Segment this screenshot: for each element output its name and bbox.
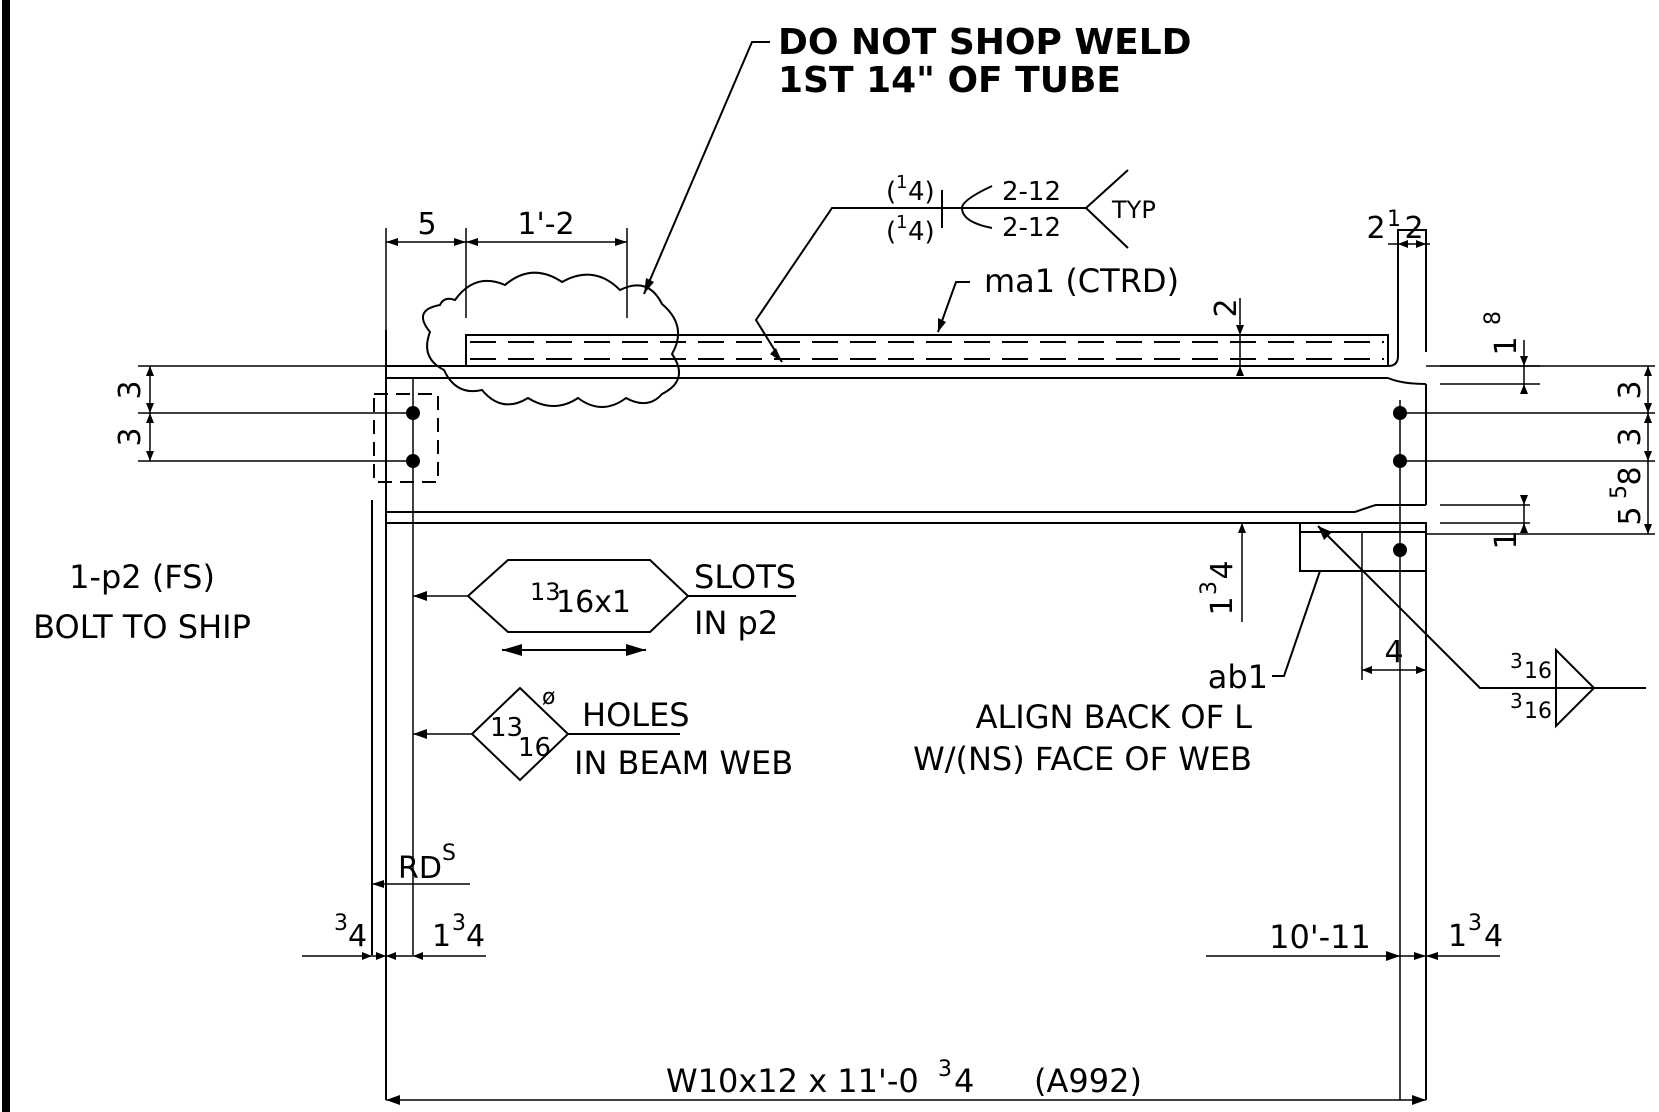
note-member-mark: ma1 (CTRD) — [937, 262, 1179, 333]
member-grade: (A992) — [1034, 1062, 1142, 1100]
svg-text:W/(NS) FACE OF WEB: W/(NS) FACE OF WEB — [913, 740, 1252, 778]
dim-overall: W10x12 x 11'-0 3 4 (A992) — [386, 1057, 1426, 1105]
tube-ma1 — [465, 334, 1389, 367]
svg-text:ø: ø — [542, 685, 555, 710]
svg-text:1ST 14" OF TUBE: 1ST 14" OF TUBE — [778, 60, 1121, 101]
dim-5: 5 — [417, 207, 436, 242]
dim-bottom-left: 3 4 1 3 4 — [302, 911, 486, 960]
svg-text:2-12: 2-12 — [1002, 177, 1061, 207]
svg-text:4: 4 — [1205, 560, 1240, 579]
svg-text:2-12: 2-12 — [1002, 213, 1061, 243]
svg-text:BOLT TO SHIP: BOLT TO SHIP — [33, 608, 251, 646]
svg-text:4: 4 — [954, 1062, 974, 1100]
svg-text:SLOTS: SLOTS — [694, 558, 796, 596]
svg-text:16x1: 16x1 — [556, 585, 631, 620]
svg-text:4: 4 — [1384, 635, 1403, 670]
dim-tube-2: 2 — [1209, 298, 1244, 376]
svg-text:3: 3 — [1468, 911, 1482, 936]
svg-text:4: 4 — [348, 919, 367, 954]
weld-symbol-fillet: 3 16 3 16 — [1317, 525, 1646, 729]
svg-text:1-p2 (FS): 1-p2 (FS) — [69, 558, 215, 596]
svg-text:1: 1 — [896, 212, 907, 233]
note-plate: 1-p2 (FS) BOLT TO SHIP — [33, 558, 251, 646]
svg-text:TYP: TYP — [1111, 196, 1156, 224]
note-shop-weld: DO NOT SHOP WELD 1ST 14" OF TUBE — [643, 22, 1192, 295]
dim-right-1-8: 1 8 — [1440, 311, 1540, 394]
svg-text:3: 3 — [113, 427, 148, 446]
svg-text:ma1 (CTRD): ma1 (CTRD) — [984, 262, 1179, 300]
svg-text:4): 4) — [908, 217, 935, 247]
dim-left-3-3: 3 3 — [113, 365, 413, 462]
svg-text:RD: RD — [398, 851, 442, 886]
svg-text:4: 4 — [466, 919, 485, 954]
note-angle: ab1 ALIGN BACK OF L W/(NS) FACE OF WEB — [913, 570, 1321, 778]
svg-text:DO NOT SHOP WELD: DO NOT SHOP WELD — [778, 22, 1192, 63]
svg-text:(: ( — [886, 177, 896, 207]
svg-text:13: 13 — [490, 713, 523, 743]
svg-text:1: 1 — [896, 172, 907, 193]
slot-symbol: 13 16x1 SLOTS IN p2 — [413, 558, 796, 656]
svg-text:1: 1 — [1489, 336, 1524, 355]
angle-ab1 — [1299, 522, 1427, 572]
beam-body — [371, 229, 1427, 1100]
dim-1-2: 1'-2 — [517, 207, 574, 242]
svg-text:3: 3 — [1613, 380, 1648, 399]
svg-text:2: 2 — [1209, 298, 1244, 317]
dim-top-right: 2 1 2 — [1366, 207, 1430, 248]
svg-text:3: 3 — [1613, 427, 1648, 446]
svg-text:3: 3 — [1510, 689, 1523, 713]
svg-text:8: 8 — [1613, 466, 1648, 485]
svg-text:2: 2 — [1366, 211, 1385, 246]
svg-text:4: 4 — [1484, 919, 1503, 954]
svg-text:3: 3 — [113, 380, 148, 399]
dim-right-1: 1 — [1440, 495, 1530, 550]
svg-text:5: 5 — [1613, 506, 1648, 525]
svg-text:16: 16 — [1524, 659, 1552, 684]
weld-symbol-stitch: ( 1 4) ( 1 4) 2-12 2-12 TYP — [754, 169, 1156, 363]
svg-text:IN p2: IN p2 — [694, 604, 778, 642]
svg-text:ALIGN BACK OF L: ALIGN BACK OF L — [976, 698, 1253, 736]
svg-text:5: 5 — [1607, 485, 1632, 499]
svg-text:3: 3 — [1197, 581, 1222, 595]
svg-text:3: 3 — [938, 1057, 952, 1082]
svg-text:10'-11: 10'-11 — [1269, 918, 1371, 956]
svg-text:(: ( — [886, 217, 896, 247]
dim-top-left: 5 1'-2 — [385, 207, 628, 350]
svg-text:1: 1 — [1387, 207, 1401, 232]
hole-symbol: 13 16 ø HOLES IN BEAM WEB — [413, 685, 793, 782]
svg-text:2: 2 — [1404, 211, 1423, 246]
svg-text:HOLES: HOLES — [582, 696, 690, 734]
svg-text:IN BEAM WEB: IN BEAM WEB — [574, 744, 793, 782]
svg-text:8: 8 — [1481, 311, 1506, 325]
dim-right-3-3: 3 3 5 5 8 — [1400, 365, 1655, 535]
note-rd: RD S — [372, 841, 470, 888]
svg-text:3: 3 — [334, 911, 348, 936]
dim-angle-4: 4 — [1361, 532, 1426, 680]
svg-text:S: S — [442, 841, 456, 866]
svg-text:3: 3 — [1510, 649, 1523, 673]
dim-angle-1-3-4: 1 3 4 — [1197, 522, 1300, 622]
svg-text:4): 4) — [908, 177, 935, 207]
svg-text:1: 1 — [432, 919, 451, 954]
svg-text:16: 16 — [1524, 699, 1552, 724]
member-description: W10x12 x 11'-0 — [666, 1062, 919, 1100]
svg-text:3: 3 — [452, 911, 466, 936]
dim-bottom-right: 10'-11 1 3 4 — [1206, 911, 1503, 961]
svg-text:1: 1 — [1448, 919, 1467, 954]
svg-text:13: 13 — [530, 578, 561, 606]
connection-plate-p2 — [373, 393, 439, 483]
svg-text:1: 1 — [1205, 596, 1240, 615]
svg-text:16: 16 — [518, 733, 551, 763]
revision-cloud — [421, 271, 681, 408]
svg-text:ab1: ab1 — [1208, 658, 1268, 696]
svg-text:1: 1 — [1489, 530, 1524, 549]
